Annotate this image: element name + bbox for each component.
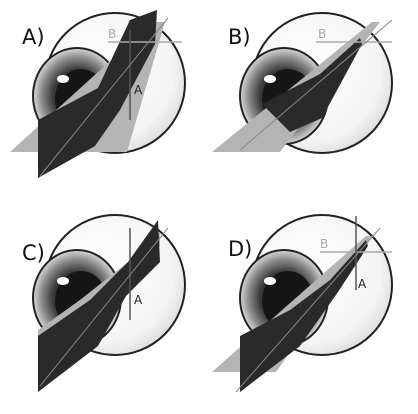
- dark-beam: [38, 10, 157, 178]
- panel-label: C): [22, 241, 45, 265]
- optical-axis: [39, 227, 169, 387]
- panel-label: B): [228, 25, 251, 49]
- panel-c: C) A: [22, 214, 186, 392]
- optical-axis: [239, 19, 393, 151]
- axis-label-a: A: [358, 277, 367, 291]
- axis-label-b: B: [108, 27, 116, 41]
- panel-label: A): [22, 25, 45, 49]
- panel-d: D) A B: [212, 214, 393, 393]
- panel-label: D): [228, 237, 252, 261]
- axis-label-a: A: [134, 293, 143, 307]
- panel-a: A) A B: [10, 10, 186, 178]
- dark-beam: [262, 38, 362, 132]
- optical-axis: [235, 227, 381, 393]
- axis-label-b: B: [318, 27, 326, 41]
- axis-label-b: B: [320, 237, 328, 251]
- optical-axis: [39, 17, 169, 177]
- axis-label-a: A: [134, 83, 143, 97]
- panel-b: B) B: [212, 12, 393, 154]
